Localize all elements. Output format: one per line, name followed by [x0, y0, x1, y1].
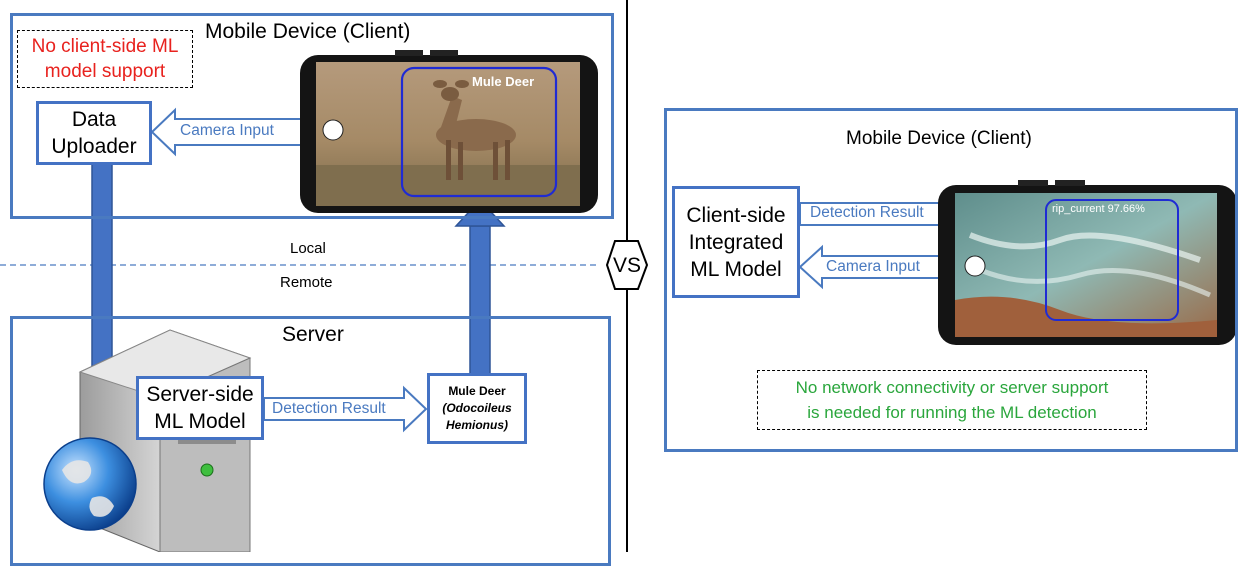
server-ml-model-line2: ML Model [154, 410, 246, 433]
no-client-ml-note-line1: No client-side ML [31, 36, 179, 57]
rip-current-bbox-label: rip_current 97.66% [1052, 203, 1145, 215]
no-network-note-line2: is needed for running the ML detection [807, 403, 1097, 422]
right-phone [938, 180, 1237, 345]
globe-icon [43, 437, 137, 531]
result-latin-line1: (Odocoileus [442, 401, 512, 415]
detection-result-label-right: Detection Result [810, 204, 924, 221]
client-model-line3: ML Model [690, 257, 782, 281]
no-client-ml-note-line2: model support [44, 61, 166, 82]
data-uploader-line2: Uploader [51, 135, 137, 158]
right-client-title: Mobile Device (Client) [846, 128, 1032, 149]
detection-result-arrow-server [263, 385, 428, 433]
camera-input-label-right: Camera Input [826, 258, 920, 275]
no-client-ml-note: No client-side ML model support [17, 30, 193, 88]
server-ml-model-box: Server-side ML Model [136, 376, 264, 440]
mule-deer-result-box: Mule Deer (Odocoileus Hemionus) [427, 373, 527, 444]
left-client-title: Mobile Device (Client) [205, 20, 411, 43]
vs-label: VS [613, 254, 642, 277]
right-client-frame [664, 108, 1238, 452]
server-title: Server [282, 323, 344, 346]
diagram-canvas [0, 0, 1237, 552]
no-network-note: No network connectivity or server suppor… [757, 370, 1147, 430]
client-model-line2: Integrated [688, 230, 784, 254]
mule-deer-bbox-label: Mule Deer [472, 74, 535, 89]
result-name: Mule Deer [448, 384, 506, 398]
client-integrated-model-box: Client-side Integrated ML Model [672, 186, 800, 298]
vs-hexagon [605, 240, 649, 290]
local-label: Local [290, 240, 326, 257]
remote-label: Remote [280, 274, 333, 291]
server-ml-model-line1: Server-side [146, 383, 254, 406]
client-model-line1: Client-side [686, 203, 786, 227]
data-uploader-box: Data Uploader [36, 101, 152, 165]
left-client-frame [10, 13, 614, 219]
camera-input-label-left: Camera Input [180, 122, 274, 139]
left-phone [300, 50, 598, 213]
detection-result-label-server: Detection Result [272, 400, 386, 417]
result-latin-line2: Hemionus) [445, 418, 508, 432]
no-network-note-line1: No network connectivity or server suppor… [795, 378, 1109, 397]
data-uploader-line1: Data [71, 108, 117, 131]
